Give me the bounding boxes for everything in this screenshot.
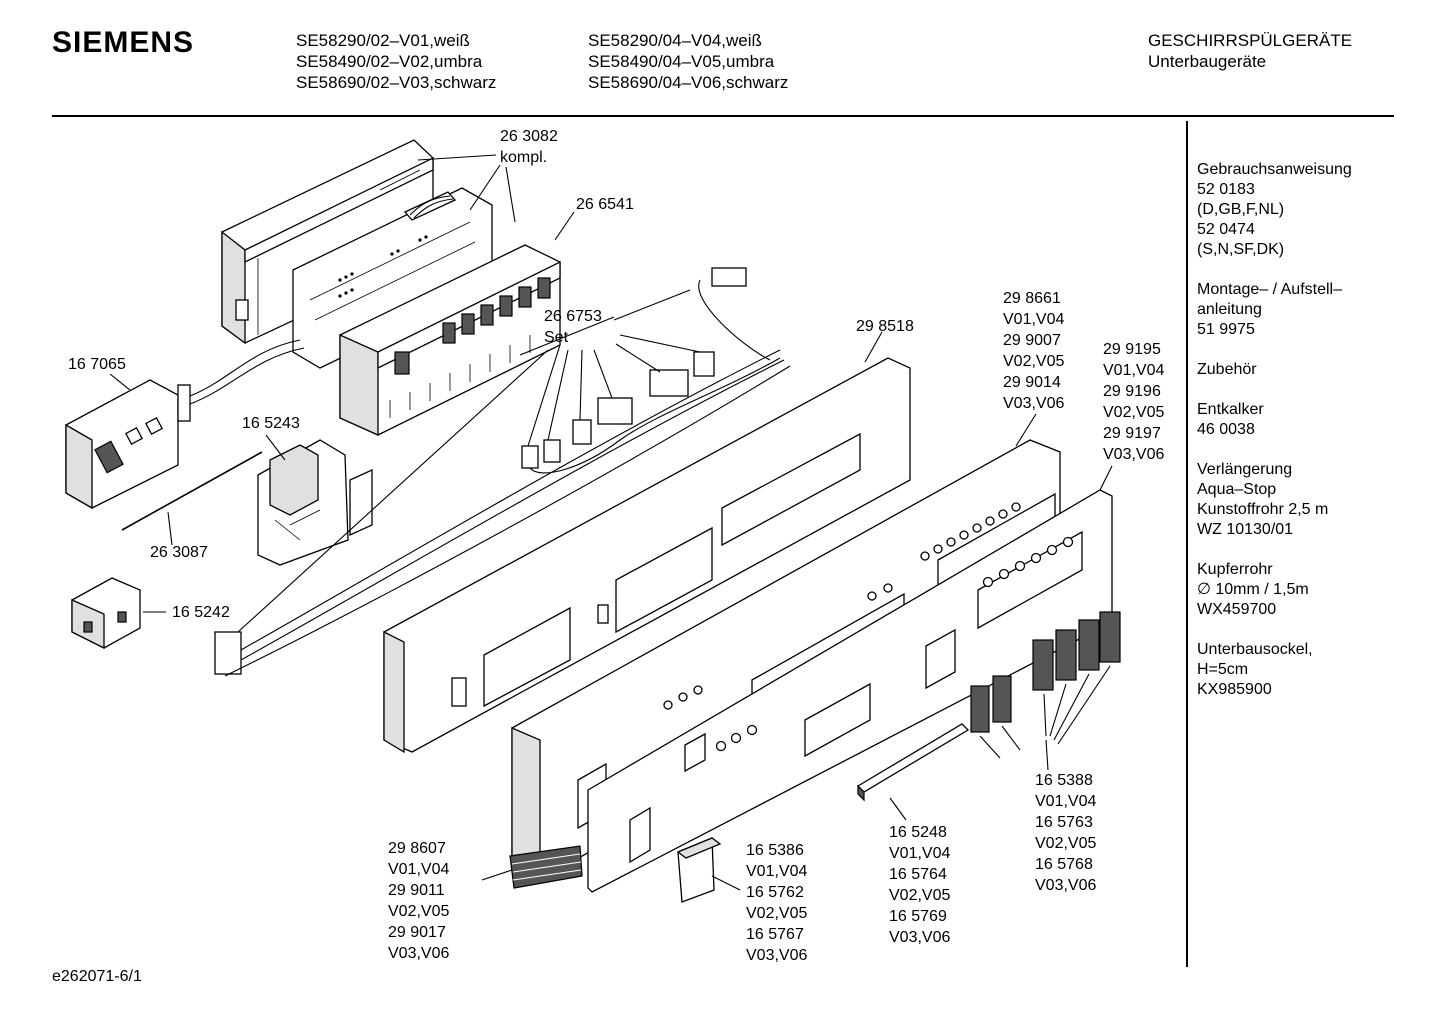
model-item: SE58490/02–V02,umbra: [296, 52, 483, 71]
buttons-165388: [970, 611, 1121, 759]
rod-263087: [121, 451, 263, 531]
display-module: [65, 379, 179, 510]
sidebar-line: Unterbausockel,: [1197, 641, 1313, 658]
header-rule: [52, 115, 1394, 117]
sidebar-section-manual: Gebrauchsanweisung 52 0183 (D,GB,F,NL) 5…: [1197, 160, 1432, 260]
sidebar-section-accessories: Zubehör: [1197, 360, 1432, 380]
sidebar-line: WX459700: [1197, 601, 1277, 618]
sidebar-line: H=5cm: [1197, 661, 1249, 678]
sidebar-line: Verlängerung: [1197, 461, 1293, 478]
part-label-165248: 16 5248 V01,V04 16 5764 V02,V05 16 5769 …: [889, 824, 951, 946]
strip-165248: [856, 723, 970, 802]
model-list-1: SE58290/02–V01,weiß SE58490/02–V02,umbra…: [296, 30, 496, 93]
frame-298518: [383, 357, 911, 754]
drawing-id: e262071-6/1: [52, 968, 142, 985]
fascia-299195: [587, 489, 1113, 893]
leader-lines: [109, 154, 1113, 891]
sidebar-line: (S,N,SF,DK): [1197, 241, 1285, 258]
sidebar-line: WZ 10130/01: [1197, 521, 1294, 538]
accessories-sidebar: Gebrauchsanweisung 52 0183 (D,GB,F,NL) 5…: [1197, 160, 1432, 720]
sidebar-section-installation: Montage– / Aufstell– anleitung 51 9975: [1197, 280, 1432, 340]
model-item: SE58490/04–V05,umbra: [588, 52, 775, 71]
sidebar-section-copper-pipe: Kupferrohr ∅ 10mm / 1,5m WX459700: [1197, 560, 1432, 620]
sidebar-line: anleitung: [1197, 301, 1262, 318]
model-item: SE58690/04–V06,schwarz: [588, 73, 789, 92]
sidebar-divider: [1186, 121, 1188, 967]
part-label-298518: 29 8518: [856, 318, 914, 335]
sidebar-section-extension: Verlängerung Aqua–Stop Kunstoffrohr 2,5 …: [1197, 460, 1432, 540]
part-label-263082: 26 3082 kompl.: [500, 128, 558, 166]
key-module: [339, 244, 561, 437]
part-label-165388: 16 5388 V01,V04 16 5763 V02,V05 16 5768 …: [1035, 772, 1097, 894]
sidebar-line: (D,GB,F,NL): [1197, 201, 1285, 218]
part-label-298661: 29 8661 V01,V04 29 9007 V02,V05 29 9014 …: [1003, 290, 1065, 412]
sidebar-line: Kupferrohr: [1197, 561, 1273, 578]
sidebar-line: 51 9975: [1197, 321, 1255, 338]
sidebar-line: 52 0474: [1197, 221, 1255, 238]
sidebar-line: 46 0038: [1197, 421, 1255, 438]
sidebar-line: Gebrauchsanweisung: [1197, 161, 1352, 178]
brand-logo: SIEMENS: [52, 26, 195, 59]
part-label-165386: 16 5386 V01,V04 16 5762 V02,V05 16 5767 …: [746, 842, 808, 964]
model-item: SE58290/02–V01,weiß: [296, 31, 470, 50]
sidebar-line: ∅ 10mm / 1,5m: [1197, 581, 1309, 598]
sidebar-line: Montage– / Aufstell–: [1197, 281, 1342, 298]
category-block: GESCHIRRSPÜLGERÄTE Unterbaugeräte: [1148, 30, 1352, 72]
part-label-165242: 16 5242: [172, 604, 230, 621]
switch-165242: [71, 577, 141, 650]
model-list-2: SE58290/04–V04,weiß SE58490/04–V05,umbra…: [588, 30, 788, 93]
part-label-299195: 29 9195 V01,V04 29 9196 V02,V05 29 9197 …: [1103, 341, 1165, 463]
category-title: GESCHIRRSPÜLGERÄTE: [1148, 31, 1353, 50]
model-item: SE58690/02–V03,schwarz: [296, 73, 497, 92]
category-subtitle: Unterbaugeräte: [1148, 52, 1267, 71]
part-label-167065: 16 7065: [68, 356, 126, 373]
sidebar-section-base: Unterbausockel, H=5cm KX985900: [1197, 640, 1432, 700]
bracket-165243: [257, 439, 373, 566]
part-label-165243: 16 5243: [242, 415, 300, 432]
sidebar-line: Zubehör: [1197, 361, 1257, 378]
cable-set: [214, 267, 791, 677]
control-housing: [221, 139, 434, 345]
part-label-266541: 26 6541: [576, 196, 634, 213]
cap-165386: [676, 837, 722, 903]
sidebar-line: Aqua–Stop: [1197, 481, 1277, 498]
sidebar-line: Kunstoffrohr 2,5 m: [1197, 501, 1329, 518]
part-label-263087: 26 3087: [150, 544, 208, 561]
display-cable: [177, 339, 305, 422]
ribbon-cable: [403, 191, 457, 221]
sidebar-line: KX985900: [1197, 681, 1272, 698]
sidebar-section-descaler: Entkalker 46 0038: [1197, 400, 1432, 440]
sidebar-line: Entkalker: [1197, 401, 1264, 418]
part-label-266753: 26 6753 Set: [544, 308, 602, 346]
model-item: SE58290/04–V04,weiß: [588, 31, 762, 50]
part-label-298607: 29 8607 V01,V04 29 9011 V02,V05 29 9017 …: [388, 840, 450, 962]
sidebar-line: 52 0183: [1197, 181, 1255, 198]
base-stack-298607: [509, 845, 583, 889]
